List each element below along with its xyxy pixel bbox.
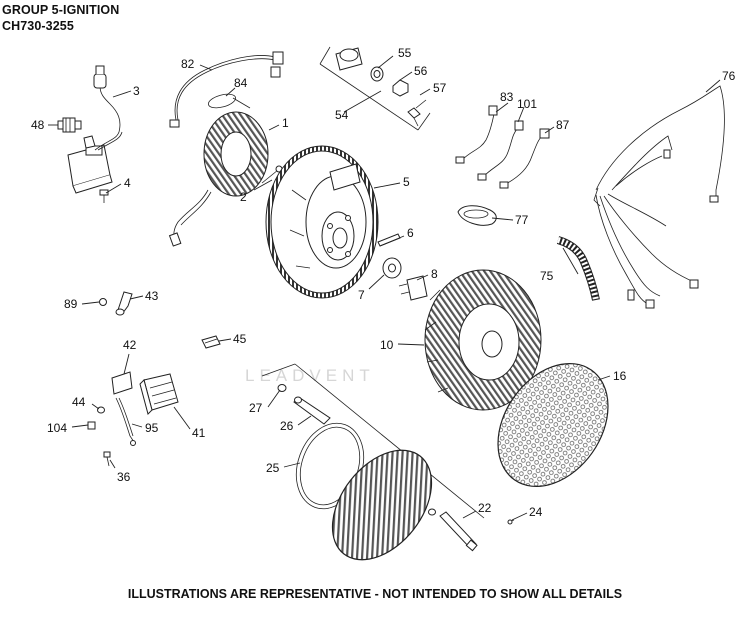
callout-45: 45	[233, 332, 247, 346]
stator	[168, 111, 269, 247]
callout-44: 44	[72, 395, 86, 409]
harness-clamp	[457, 205, 497, 226]
callout-101: 101	[517, 97, 537, 111]
callout-27: 27	[249, 401, 263, 415]
callout-83: 83	[500, 90, 514, 104]
callout-77: 77	[515, 213, 529, 227]
callout-104: 104	[47, 421, 67, 435]
callout-56: 56	[414, 64, 428, 78]
callout-54: 54	[335, 108, 349, 122]
callout-75: 75	[540, 269, 554, 283]
callout-1: 1	[282, 116, 289, 130]
flywheel-key	[377, 233, 401, 247]
rectifier-regulator	[111, 371, 179, 415]
wiring-harness	[593, 85, 725, 309]
callout-95: 95	[145, 421, 159, 435]
fan-grille	[497, 362, 609, 488]
callout-82: 82	[181, 57, 195, 71]
screw	[99, 189, 109, 203]
spark-plug	[57, 117, 82, 133]
callout-6: 6	[407, 226, 414, 240]
callout-26: 26	[280, 419, 294, 433]
conduit	[556, 236, 600, 301]
cable-tie	[207, 93, 251, 109]
ignition-module	[67, 65, 123, 194]
callout-numbers: 1 2 3 4 5 6 7 8 10 16 22 24 25 26 27 36 …	[31, 46, 736, 519]
callout-10: 10	[380, 338, 394, 352]
fan-cover-kit	[261, 363, 515, 561]
wire-leads	[455, 105, 550, 189]
model-number: CH730-3255	[2, 19, 74, 33]
callout-2: 2	[240, 190, 247, 204]
leader-lines	[48, 55, 721, 521]
callout-7: 7	[358, 288, 365, 302]
callout-22: 22	[478, 501, 492, 515]
callout-76: 76	[722, 69, 736, 83]
callout-36: 36	[117, 470, 131, 484]
callout-3: 3	[133, 84, 140, 98]
disclaimer-footer: ILLUSTRATIONS ARE REPRESENTATIVE - NOT I…	[127, 587, 623, 601]
callout-55: 55	[398, 46, 412, 60]
callout-42: 42	[123, 338, 137, 352]
callout-5: 5	[403, 175, 410, 189]
flywheel-screw	[398, 275, 428, 301]
callout-16: 16	[613, 369, 627, 383]
callout-25: 25	[266, 461, 280, 475]
callout-4: 4	[124, 176, 131, 190]
callout-41: 41	[192, 426, 206, 440]
callout-48: 48	[31, 118, 45, 132]
callout-84: 84	[234, 76, 248, 90]
callout-87: 87	[556, 118, 570, 132]
washer	[382, 257, 402, 279]
ground-bracket	[99, 291, 133, 316]
small-hardware	[87, 397, 136, 467]
callout-24: 24	[529, 505, 543, 519]
group-title: GROUP 5-IGNITION	[2, 3, 120, 17]
callout-43: 43	[145, 289, 159, 303]
callout-57: 57	[433, 81, 447, 95]
callout-8: 8	[431, 267, 438, 281]
flywheel	[265, 145, 379, 299]
callout-89: 89	[64, 297, 78, 311]
stator-lead	[169, 51, 284, 128]
terminal	[201, 335, 221, 349]
cooling-fan	[424, 269, 542, 411]
